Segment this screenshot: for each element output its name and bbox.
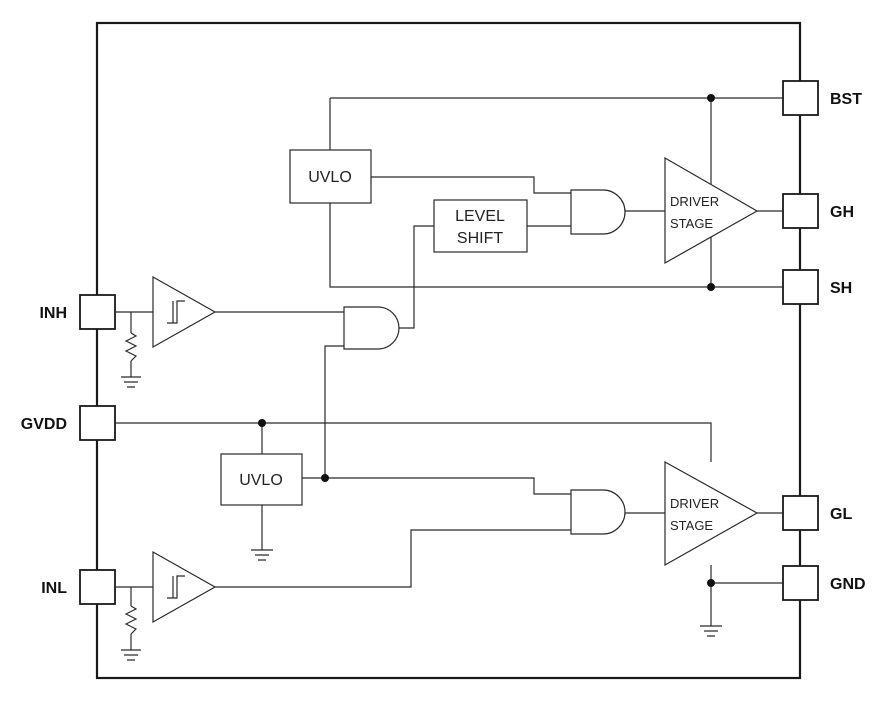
wire-buffer-low-out (215, 529, 571, 588)
junction-dot-sh (707, 283, 715, 291)
schmitt-buffer-high (152, 275, 217, 349)
pin-sh-label: SH (830, 280, 852, 297)
wire-gvdd-rail (116, 422, 712, 462)
junction-dot-uvlo-low (321, 474, 329, 482)
level-shift-label-line1: LEVEL (455, 208, 505, 225)
level-shift-label-line2: SHIFT (457, 230, 503, 247)
ground-symbol-inh (121, 376, 141, 388)
wire-gnd (710, 565, 783, 626)
ground-symbol-gnd (700, 625, 722, 637)
uvlo-high-label: UVLO (308, 169, 352, 186)
wire-and-mid-out (399, 225, 434, 329)
driver-stage-low-label-line2: STAGE (670, 518, 713, 533)
pin-gl (782, 495, 819, 531)
pin-inl-label: INL (41, 580, 67, 597)
pin-gvdd-label: GVDD (21, 416, 67, 433)
pin-sh (782, 269, 819, 305)
driver-stage-high-label-line1: DRIVER (670, 194, 719, 209)
and-gate-low (570, 489, 626, 535)
ground-symbol-inl (121, 649, 141, 661)
junction-dot-bst (707, 94, 715, 102)
pin-gnd (782, 565, 819, 601)
and-gate-mid (343, 306, 400, 350)
wire-uvlo-high-out (371, 176, 571, 194)
schmitt-buffer-low (152, 550, 217, 624)
pin-gnd-label: GND (830, 576, 866, 593)
pin-bst-label: BST (830, 91, 862, 108)
pin-gh-label: GH (830, 204, 854, 221)
ground-symbol-uvlo-low (251, 549, 273, 561)
driver-stage-high (664, 156, 759, 265)
level-shift-block (433, 199, 528, 253)
wire-bst-rail (329, 97, 783, 150)
pulldown-resistor-inl (124, 605, 138, 635)
uvlo-low-block (220, 453, 303, 506)
pulldown-resistor-inh (124, 332, 138, 362)
driver-stage-low-label-line1: DRIVER (670, 496, 719, 511)
wire-uvlo-low-enable (324, 345, 344, 478)
pin-inh (79, 294, 116, 330)
junction-dots (258, 94, 715, 587)
hysteresis-icon (167, 575, 185, 599)
pin-gvdd (79, 405, 116, 441)
hysteresis-icon (167, 300, 185, 324)
uvlo-low-label: UVLO (239, 472, 283, 489)
wires (116, 97, 783, 650)
pin-gh (782, 193, 819, 229)
uvlo-high-block (289, 149, 372, 204)
driver-stage-low (664, 460, 759, 567)
pin-gl-label: GL (830, 506, 852, 523)
and-gate-high (570, 189, 626, 235)
pin-inl (79, 569, 116, 605)
pin-inh-label: INH (39, 305, 67, 322)
ic-package-outline (95, 21, 802, 680)
wire-uvlo-low-out (302, 477, 571, 495)
wire-uvlo-high-to-sh (329, 203, 783, 288)
driver-stage-high-label-line2: STAGE (670, 216, 713, 231)
junction-dot-gnd (707, 579, 715, 587)
pin-bst (782, 80, 819, 116)
junction-dot-gvdd (258, 419, 266, 427)
